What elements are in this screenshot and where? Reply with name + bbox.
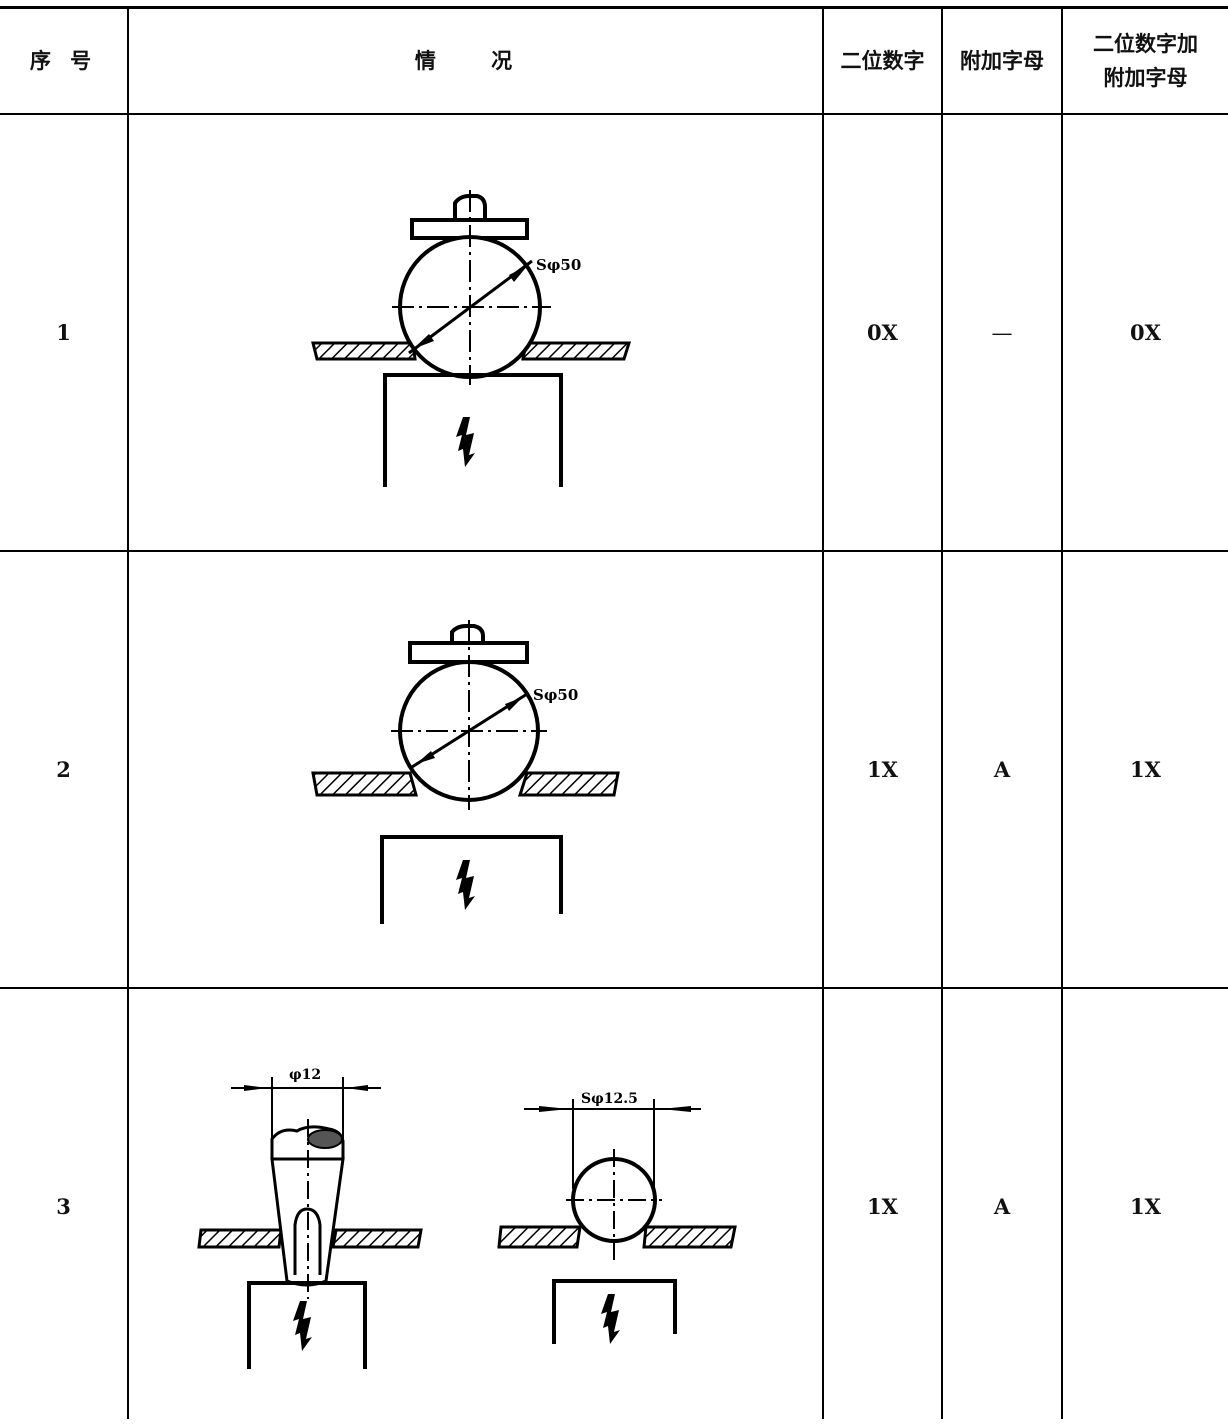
row2-knob — [450, 624, 485, 643]
row3-seq: 3 — [0, 989, 127, 1424]
row2-two-digit-value: 1X — [867, 756, 898, 782]
row1-knob — [453, 194, 487, 220]
row1-electrode — [383, 373, 563, 487]
row1-two-digit-value: 0X — [867, 319, 898, 345]
header-situation-text: 情 况 — [414, 49, 537, 73]
row2-seq-value: 2 — [56, 756, 71, 782]
row1-hazard-bolt — [456, 417, 475, 467]
header-seq: 序 号 — [0, 9, 127, 113]
row2-diameter-label: Sφ50 — [533, 686, 578, 704]
header-bottom-border — [0, 113, 1228, 115]
row3-right-barrier-b — [642, 1225, 737, 1249]
row2-right-barrier — [517, 771, 620, 797]
row2-electrode — [380, 835, 563, 924]
row1-letter-value: — — [991, 320, 1013, 345]
row1-seq-value: 1 — [56, 319, 71, 345]
col-divider-2 — [822, 6, 824, 1419]
row1-combined-value: 0X — [1130, 319, 1161, 345]
row1-two-digit: 0X — [824, 115, 941, 550]
row3-combined: 1X — [1063, 989, 1228, 1424]
row2-combined-value: 1X — [1130, 756, 1161, 782]
header-two-digit-text: 二位数字 — [840, 49, 925, 73]
row3-letter-value: A — [993, 1193, 1011, 1219]
row3-left-barrier-a — [197, 1228, 283, 1249]
row2-letter: A — [943, 552, 1061, 987]
row3-combined-value: 1X — [1130, 1193, 1161, 1219]
header-letter: 附加字母 — [943, 9, 1061, 113]
row3-right-hazard-bolt — [601, 1294, 620, 1344]
row3-two-digit: 1X — [824, 989, 941, 1424]
row1-seq: 1 — [0, 115, 127, 550]
row3-small-sphere-probe: Sφ12.5 — [497, 1091, 737, 1344]
row1-left-barrier — [311, 341, 417, 361]
header-combined-line1: 二位数字加 — [1093, 32, 1198, 56]
row1-letter: — — [943, 115, 1061, 550]
row3-right-electrode — [552, 1279, 677, 1344]
row1-diameter-label: Sφ50 — [536, 256, 581, 274]
row3-left-hazard-bolt — [293, 1301, 312, 1351]
header-combined: 二位数字加 附加字母 — [1063, 9, 1228, 113]
row3-left-electrode — [247, 1281, 367, 1369]
row3-sphere-diameter-label: Sφ12.5 — [581, 1091, 638, 1107]
row1-sphere-probe-figure: Sφ50 — [311, 190, 632, 487]
row1-right-barrier — [521, 341, 632, 361]
row3-right-barrier-a — [497, 1225, 582, 1249]
header-two-digit: 二位数字 — [824, 9, 941, 113]
col-divider-1 — [127, 6, 129, 1419]
row2-bottom-border — [0, 987, 1228, 989]
row2-sphere-probe-figure: Sφ50 — [311, 620, 620, 924]
row2-hazard-bolt — [456, 860, 475, 910]
row3-letter: A — [943, 989, 1061, 1424]
header-seq-text: 序 号 — [29, 49, 98, 73]
row1-combined: 0X — [1063, 115, 1228, 550]
row2-two-digit: 1X — [824, 552, 941, 987]
row3-left-barrier-b — [331, 1228, 423, 1249]
row3-two-digit-value: 1X — [867, 1193, 898, 1219]
col-divider-4 — [1061, 6, 1063, 1419]
row2-combined: 1X — [1063, 552, 1228, 987]
row3-finger-and-sphere-figure: φ12 Sφ12.5 — [197, 1067, 737, 1369]
header-letter-text: 附加字母 — [960, 49, 1044, 73]
row2-seq: 2 — [0, 552, 127, 987]
row3-seq-value: 3 — [56, 1193, 71, 1219]
row2-letter-value: A — [993, 756, 1011, 782]
row3-finger-probe: φ12 — [197, 1067, 423, 1369]
header-combined-line2: 附加字母 — [1103, 66, 1188, 90]
row3-finger-diameter-label: φ12 — [289, 1067, 321, 1083]
col-divider-3 — [941, 6, 943, 1419]
row1-bottom-border — [0, 550, 1228, 552]
row2-left-barrier — [311, 771, 418, 797]
table-top-border — [0, 6, 1228, 9]
header-situation: 情 况 — [129, 9, 822, 113]
